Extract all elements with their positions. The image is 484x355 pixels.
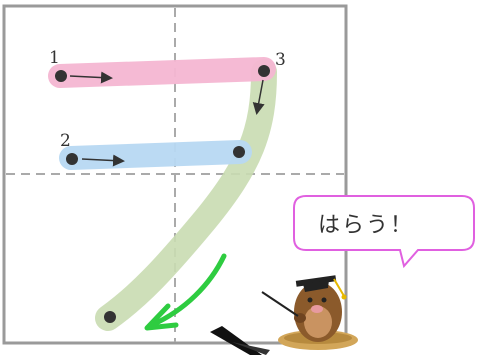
speech-bubble-text: はらう！ [318,213,414,238]
curved-arrow-icon [144,253,227,331]
stroke-3-end-dot [104,311,116,323]
stroke-number-2: 2 [60,131,71,151]
arrow-right-icon [69,71,113,84]
stroke-3-start-dot [258,65,270,77]
stroke-3-path [95,59,277,331]
stroke-2-end-dot [233,146,245,158]
stroke-1-path [48,57,276,88]
speech-bubble: はらう！ [293,195,475,269]
stroke-number-3: 3 [275,50,286,70]
stroke-1-start-dot [55,70,67,82]
brush-icon [210,326,270,355]
stroke-2-path [59,140,252,170]
arrow-right-icon [81,154,125,167]
stroke-2-start-dot [66,153,78,165]
mole-teacher-icon [261,275,358,350]
arrow-down-icon [252,79,265,115]
stroke-number-1: 1 [49,48,60,68]
